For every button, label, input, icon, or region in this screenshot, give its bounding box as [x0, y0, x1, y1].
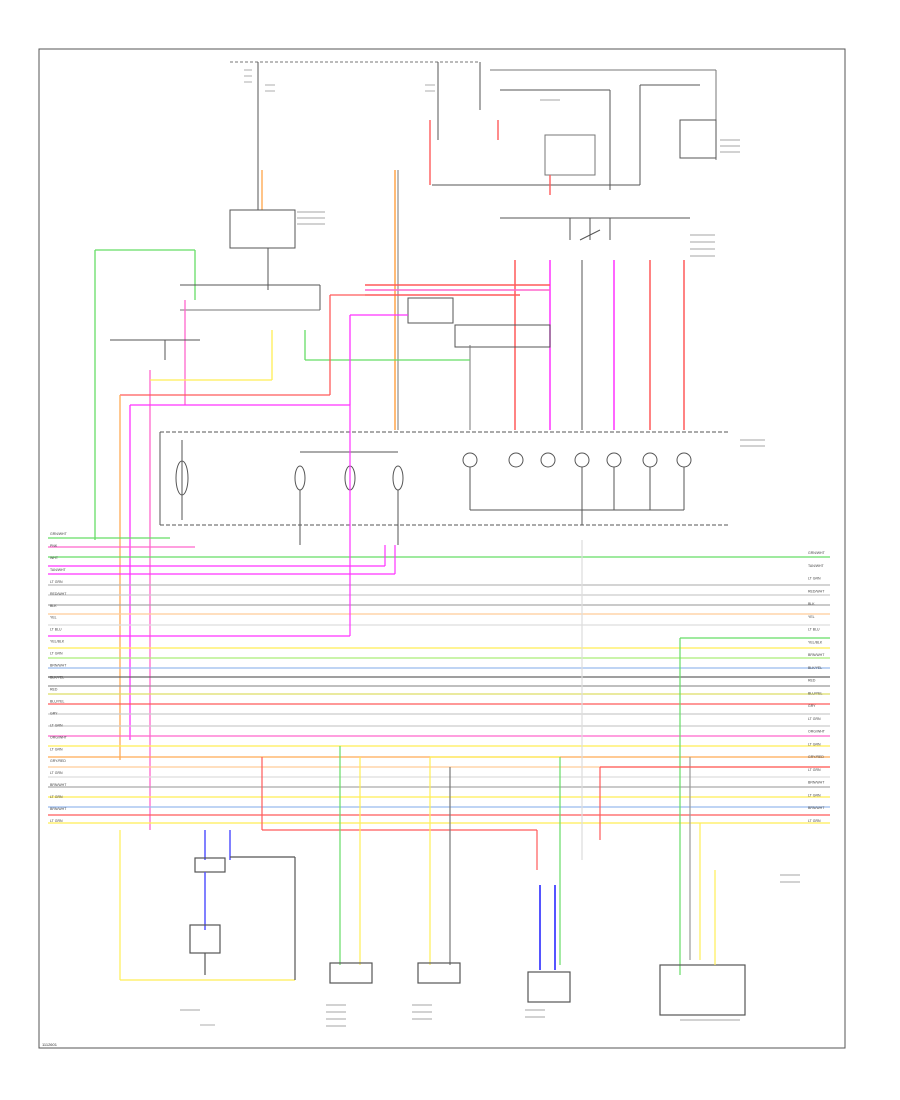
- bus-label-right: LT GRN: [808, 768, 821, 772]
- bus-label-right: GRN/WHT: [808, 551, 826, 555]
- bus-label-right: GRY/RED: [808, 755, 824, 759]
- bus-label-right: YEL: [808, 615, 815, 619]
- bus-label-left: LT GRN: [50, 747, 63, 751]
- bus-labels-right: GRN/WHT TAN/WHT LT GRN RED/WHT BLK YEL LT BLU Y…: [808, 551, 826, 823]
- bus-label-left: LT GRN: [50, 819, 63, 823]
- bus-label-right: BLK/YEL: [808, 666, 822, 670]
- bus-label-right: LT GRN: [808, 742, 821, 746]
- bus-label-left: BRN/WHT: [50, 783, 67, 787]
- bus-label-left: RED/WHT: [50, 592, 67, 596]
- bus-label-left: BLK: [50, 604, 57, 608]
- bus-label-left: LT GRN: [50, 723, 63, 727]
- left-relay-area: [94, 249, 365, 830]
- bus-labels-left: GRN/WHT PNK WHT TAN/WHT LT GRN RED/WHT BLK YEL L…: [50, 532, 68, 823]
- bottom-components: [119, 746, 830, 1016]
- bus-label-right: LT BLU: [808, 628, 820, 632]
- footer-code: 1112601: [42, 1042, 58, 1047]
- bus-label-left: RED: [50, 688, 58, 692]
- bus-label-right: RED/WHT: [808, 589, 825, 593]
- bus-label-right: LT GRN: [808, 819, 821, 823]
- bus-label-right: TAN/WHT: [808, 564, 825, 568]
- bus-label-left: TAN/WHT: [50, 568, 67, 572]
- bus-label-right: YEL/BLK: [808, 640, 823, 644]
- bus-label-left: LT GRN: [50, 652, 63, 656]
- top-power-feeds: [229, 61, 717, 430]
- bus-label-left: GRY: [50, 711, 58, 715]
- bus-label-left: ORG/WHT: [50, 735, 68, 739]
- bus-label-right: GRY: [808, 704, 816, 708]
- range-switch-area: [304, 217, 690, 430]
- bus-label-left: LT GRN: [50, 795, 63, 799]
- bus-label-left: LT GRN: [50, 771, 63, 775]
- bus-label-right: BLK: [808, 602, 815, 606]
- bus-label-left: YEL/BLK: [50, 640, 65, 644]
- bus-label-right: RED: [808, 679, 816, 683]
- bus-label-right: BRN/WHT: [808, 806, 825, 810]
- bus-label-right: ORG/WHT: [808, 730, 826, 734]
- bus-label-left: GRY/RED: [50, 759, 66, 763]
- bus-label-left: GRN/WHT: [50, 532, 68, 536]
- bus-label-left: WHT: [50, 556, 59, 560]
- label-glyphs: [180, 69, 800, 1027]
- diagram-frame: [38, 48, 846, 1049]
- bus-label-right: LT GRN: [808, 794, 821, 798]
- bus-label-left: PNK: [50, 544, 58, 548]
- bus-label-left: BLU/YEL: [50, 699, 64, 703]
- bus-label-right: BLU/YEL: [808, 691, 822, 695]
- wire-bus: [48, 405, 830, 975]
- control-module: [159, 431, 730, 545]
- bus-label-left: LT GRN: [50, 580, 63, 584]
- bus-label-left: LT BLU: [50, 628, 62, 632]
- bus-label-right: BRN/WHT: [808, 653, 825, 657]
- bus-label-right: BRN/WHT: [808, 781, 825, 785]
- bus-label-left: BRN/WHT: [50, 807, 67, 811]
- bus-label-left: BLK/YEL: [50, 676, 64, 680]
- bus-label-left: YEL: [50, 616, 57, 620]
- bus-label-left: BRN/WHT: [50, 664, 67, 668]
- bus-label-right: LT GRN: [808, 717, 821, 721]
- bus-label-right: LT GRN: [808, 577, 821, 581]
